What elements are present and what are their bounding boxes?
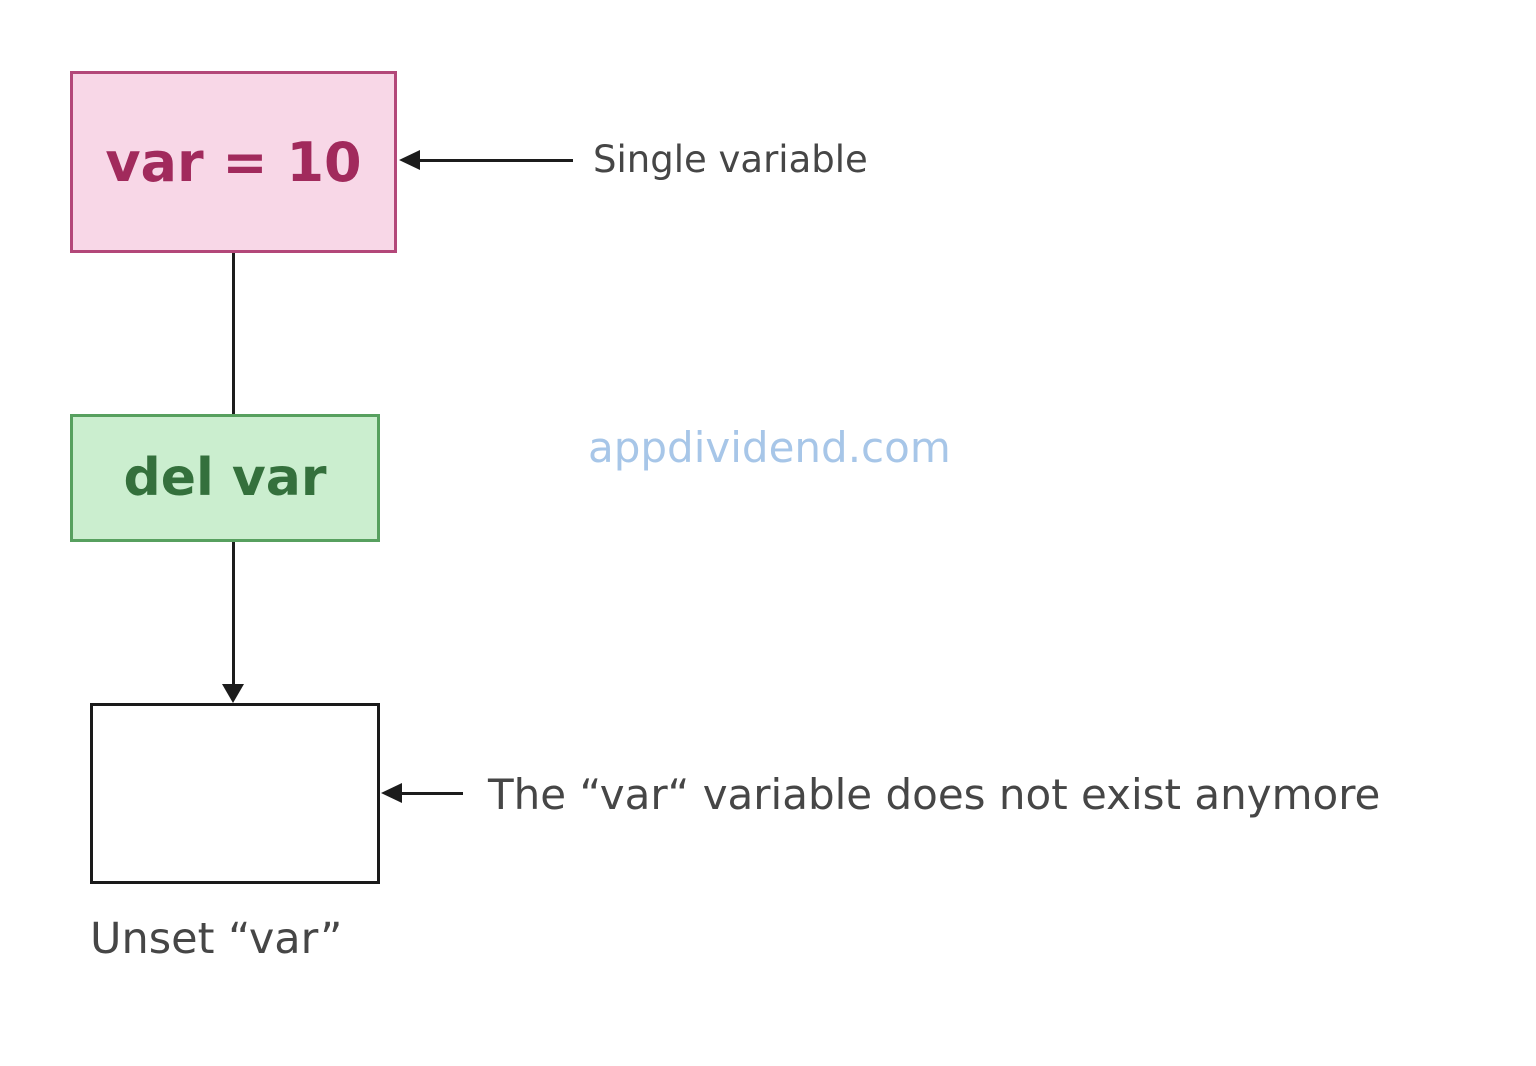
connector-var-to-del [232, 253, 235, 414]
var-assignment-label: var = 10 [105, 130, 362, 194]
annotation-arrow-not-exist [402, 792, 463, 795]
caption-single-variable: Single variable [593, 138, 868, 181]
connector-del-to-empty [232, 542, 235, 688]
caption-unset-var: Unset “var” [90, 914, 343, 964]
unset-var-box [90, 703, 380, 884]
watermark-text: appdividend.com [588, 423, 951, 472]
arrowhead-left-icon [399, 150, 420, 170]
caption-var-not-exist: The “var“ variable does not exist anymor… [488, 770, 1381, 819]
annotation-arrow-single-variable [420, 159, 573, 162]
del-statement-label: del var [123, 448, 327, 508]
del-statement-box: del var [70, 414, 380, 542]
arrowhead-down-icon [222, 684, 244, 703]
arrowhead-left-icon [381, 783, 402, 803]
var-assignment-box: var = 10 [70, 71, 397, 253]
